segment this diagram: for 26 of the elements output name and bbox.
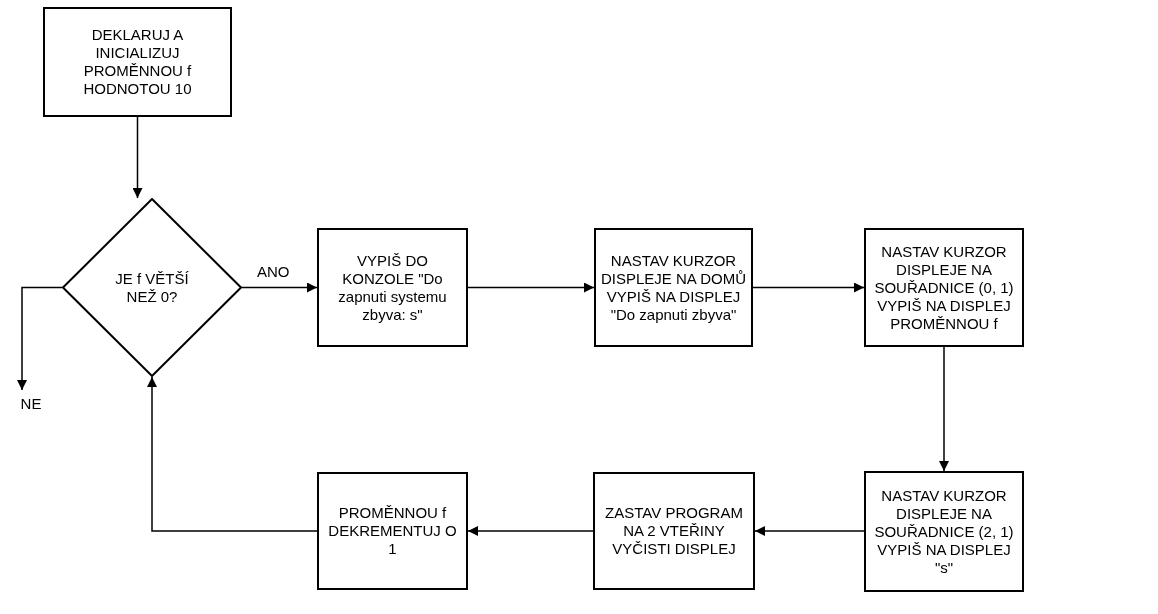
arrow xyxy=(241,282,318,293)
process-box xyxy=(317,228,468,347)
box-text: NASTAV KURZOR DISPLEJE NA SOUŘADNICE (0, 1) VYPIŠ NA DISPLEJ PROMĚNNOU f xyxy=(873,242,1015,333)
process-box xyxy=(864,471,1024,592)
box-text: NASTAV KURZOR DISPLEJE NA DOMŮ VYPIŠ NA DISPLEJ "Do zapnuti zbyva" xyxy=(599,251,747,324)
arrow xyxy=(132,116,143,199)
decision-diamond xyxy=(62,198,242,377)
box-text: JE f VĚTŠÍ NEŽ 0? xyxy=(114,269,190,306)
process-box xyxy=(594,228,753,347)
process-box xyxy=(593,472,755,590)
arrow xyxy=(754,526,865,536)
box-text: ZASTAV PROGRAM NA 2 VTEŘINY VYČISTI DISPLEJ xyxy=(604,504,744,558)
arrow xyxy=(467,526,594,536)
arrow xyxy=(17,286,63,391)
box-text: NASTAV KURZOR DISPLEJE NA SOUŘADNICE (2, 1) VYPIŠ NA DISPLEJ "s" xyxy=(873,486,1015,577)
box-text: PROMĚNNOU f DEKREMENTUJ O 1 xyxy=(327,504,458,558)
arrow xyxy=(147,376,318,532)
arrow xyxy=(467,282,595,293)
process-box xyxy=(43,7,232,117)
process-box xyxy=(864,228,1024,347)
arrow xyxy=(939,346,949,472)
box-text: NE xyxy=(19,395,43,413)
arrow xyxy=(752,282,865,293)
process-box xyxy=(317,472,468,590)
box-text: DEKLARUJ A INICIALIZUJ PROMĚNNOU f HODNOTOU 10 xyxy=(82,26,193,98)
box-text: VYPIŠ DO KONZOLE "Do zapnuti systemu zbyva: s" xyxy=(337,251,448,324)
